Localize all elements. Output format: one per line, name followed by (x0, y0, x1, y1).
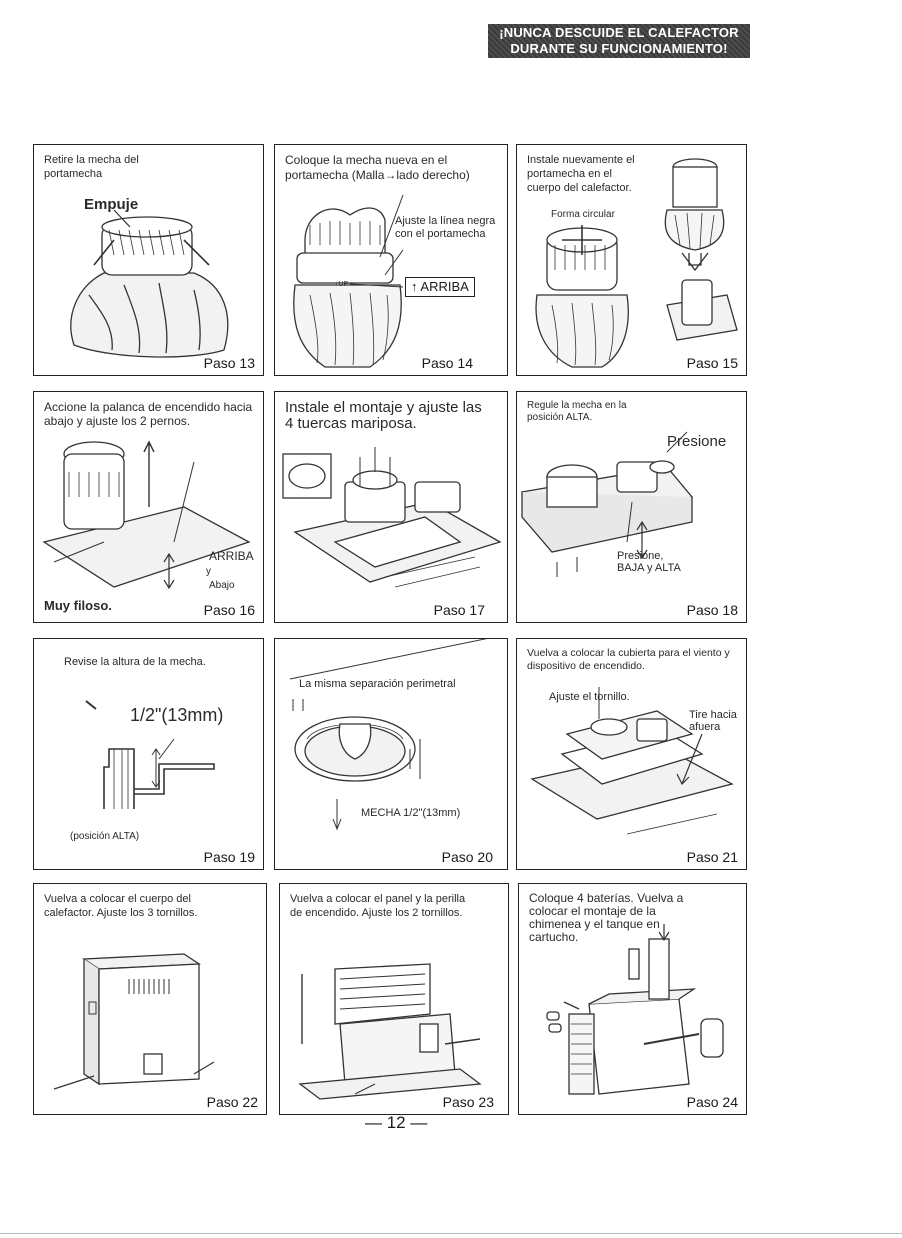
step-22-label: Paso 22 (206, 1094, 258, 1110)
press-low-high-label: Presione, BAJA y ALTA (617, 550, 681, 574)
step-23-label: Paso 23 (442, 1094, 494, 1110)
high-position-label: (posición ALTA) (70, 831, 140, 842)
step-18-panel: Regule la mecha en la posición ALTA. Pre… (516, 391, 747, 623)
adjust-screw-label: Ajuste el tornillo. (549, 691, 630, 703)
step-19-label: Paso 19 (203, 849, 255, 865)
step-15-panel: Instale nuevamente el portamecha en el c… (516, 144, 747, 376)
step-23-text: Vuelva a colocar el panel y la perilla d… (290, 893, 466, 919)
step-14-text: Coloque la mecha nueva en el portamecha … (285, 153, 470, 182)
up-mark-label: ↑UP (335, 281, 349, 288)
wick-removal-illustration (70, 209, 229, 358)
perimeter-gap-illustration (289, 639, 488, 831)
and-label: y (206, 566, 211, 577)
batteries-tank-illustration (546, 924, 724, 1095)
step-24-text: Coloque 4 baterías. Vuelva a colocar el … (529, 891, 684, 944)
step-15-label: Paso 15 (686, 355, 738, 371)
wick-height-dimension: 1/2"(13mm) (130, 705, 224, 725)
step-21-text: Vuelva a colocar la cubierta para el vie… (527, 647, 730, 672)
step-13-panel: Retire la mecha del portamecha Empuje Pa… (33, 144, 264, 376)
step-18-text: Regule la mecha en la posición ALTA. (527, 400, 627, 423)
up-arrow-box: ↑ ARRIBA (405, 277, 475, 297)
panel-knob-illustration (298, 963, 482, 1100)
page-bottom-rule (0, 1233, 902, 1234)
step-19-text: Revise la altura de la mecha. (64, 656, 206, 668)
mount-assembly-illustration (282, 447, 502, 588)
step-17-text: Instale el montaje y ajuste las 4 tuerca… (285, 399, 482, 432)
wick-height-illustration (85, 700, 215, 809)
reinstall-wick-illustration (535, 158, 738, 368)
step-22-text: Vuelva a colocar el cuerpo del calefacto… (44, 893, 198, 919)
press-label: Presione (667, 433, 727, 450)
warning-banner-line2: DURANTE SU FUNCIONAMIENTO! (510, 41, 728, 56)
warning-banner-line1: ¡NUNCA DESCUIDE EL CALEFACTOR (499, 25, 739, 40)
very-sharp-warning: Muy filoso. (44, 598, 112, 613)
step-20-text: La misma separación perimetral (299, 678, 456, 690)
up-label: ARRIBA (209, 549, 254, 563)
step-18-label: Paso 18 (686, 602, 738, 618)
pull-out-label: Tire hacia afuera (689, 709, 737, 733)
step-13-text: Retire la mecha del portamecha (44, 154, 139, 180)
step-21-panel: Vuelva a colocar la cubierta para el vie… (516, 638, 747, 870)
wick-measure-label: MECHA 1/2"(13mm) (361, 807, 461, 819)
heater-body-illustration (53, 953, 215, 1090)
step-14-panel: Coloque la mecha nueva en el portamecha … (274, 144, 508, 376)
circular-shape-label: Forma circular (551, 209, 615, 220)
step-15-text: Instale nuevamente el portamecha en el c… (527, 154, 635, 194)
step-21-label: Paso 21 (686, 849, 738, 865)
step-14-label: Paso 14 (421, 355, 473, 371)
step-19-panel: Revise la altura de la mecha. 1/2"(13mm)… (33, 638, 264, 870)
new-wick-illustration (293, 194, 404, 368)
push-label: Empuje (84, 196, 139, 213)
wind-cover-illustration (530, 687, 734, 835)
step-22-panel: Vuelva a colocar el cuerpo del calefacto… (33, 883, 267, 1115)
step-23-panel: Vuelva a colocar el panel y la perilla d… (279, 883, 509, 1115)
step-24-label: Paso 24 (686, 1094, 738, 1110)
step-20-label: Paso 20 (441, 849, 493, 865)
step-16-panel: Accione la palanca de encendido hacia ab… (33, 391, 264, 623)
page-number: — 12 — (365, 1113, 428, 1132)
step-24-panel: Coloque 4 baterías. Vuelva a colocar el … (518, 883, 747, 1115)
warning-banner: ¡NUNCA DESCUIDE EL CALEFACTOR DURANTE SU… (488, 24, 750, 58)
step-17-panel: Instale el montaje y ajuste las 4 tuerca… (274, 391, 508, 623)
step-16-text: Accione la palanca de encendido hacia ab… (44, 400, 253, 428)
wick-regulation-illustration (520, 431, 694, 577)
down-label: Abajo (209, 580, 235, 591)
ignition-lever-illustration (42, 440, 251, 590)
step-17-label: Paso 17 (433, 602, 485, 618)
step-20-panel: La misma separación perimetral MECHA 1/2… (274, 638, 508, 870)
step-16-label: Paso 16 (203, 602, 255, 618)
align-black-line-label: Ajuste la línea negra con el portamecha (395, 215, 496, 240)
step-13-label: Paso 13 (203, 355, 255, 371)
